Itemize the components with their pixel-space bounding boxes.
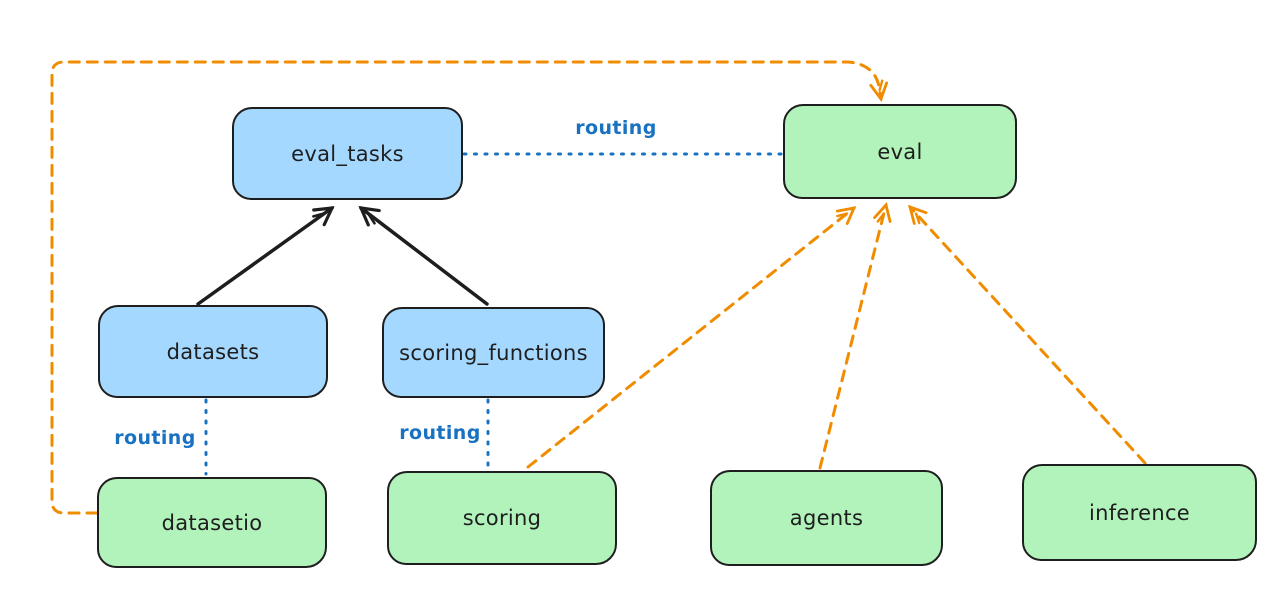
node-scoring: scoring (387, 471, 617, 565)
edge-label-routing-eval-tasks-eval: routing (575, 117, 657, 139)
node-datasets-label: datasets (166, 339, 260, 364)
edge-label-routing-datasets-datasetio: routing (114, 427, 196, 449)
edge-scoring-functions-to-eval-tasks-arrow (358, 206, 489, 306)
node-datasetio-label: datasetio (161, 510, 263, 535)
node-agents-label: agents (789, 506, 864, 530)
node-datasets: datasets (98, 305, 328, 398)
node-eval-tasks: eval_tasks (232, 107, 463, 200)
node-eval: eval (783, 104, 1017, 199)
node-scoring-functions: scoring_functions (382, 307, 605, 398)
node-inference-label: inference (1088, 500, 1191, 525)
node-scoring-functions-label: scoring_functions (399, 340, 588, 365)
edge-agents-to-eval-dashed-arrow (818, 202, 892, 470)
edge-label-routing-scoring-functions-scoring: routing (399, 422, 481, 444)
node-datasetio: datasetio (97, 477, 327, 568)
node-scoring-label: scoring (462, 506, 542, 530)
edge-datasetio-to-eval-dashed-arrow (50, 60, 889, 515)
edge-datasets-to-eval-tasks-arrow (196, 206, 335, 306)
edge-inference-to-eval-dashed-arrow (907, 204, 1147, 465)
edge-scoring-to-eval-dashed-arrow (526, 206, 857, 469)
node-eval-label: eval (877, 139, 923, 164)
node-inference: inference (1022, 464, 1257, 561)
node-agents: agents (710, 470, 943, 566)
node-eval-tasks-label: eval_tasks (291, 141, 404, 166)
